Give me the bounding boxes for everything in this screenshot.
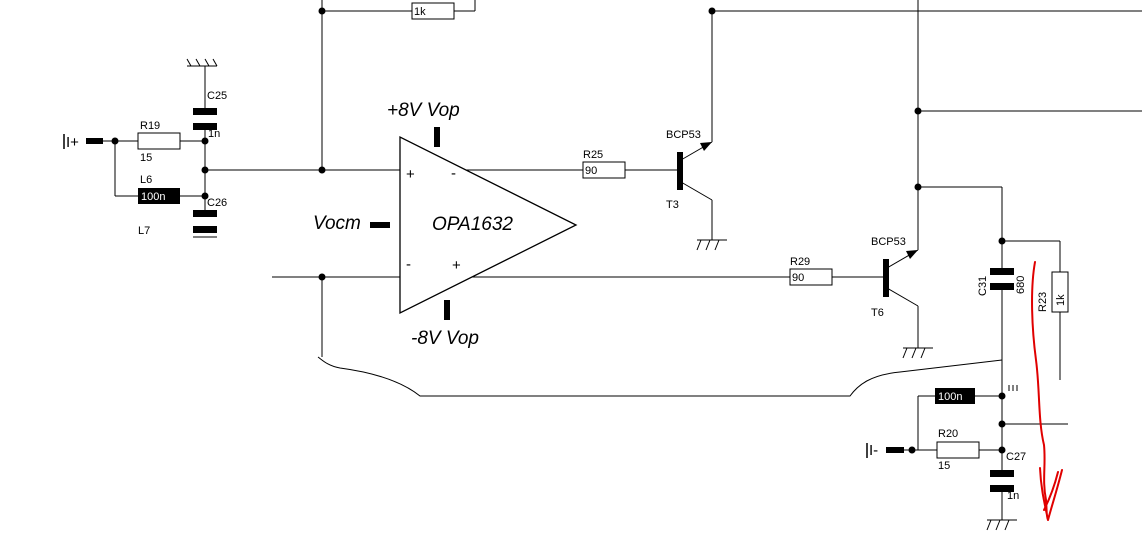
opamp-pin-minus-top: - bbox=[451, 165, 456, 182]
svg-text:BCP53: BCP53 bbox=[666, 129, 701, 141]
vocm-label: Vocm bbox=[313, 213, 361, 234]
ground-symbol bbox=[902, 347, 933, 359]
positive-supply-pin bbox=[434, 127, 440, 147]
transistor-t6: BCP53 T6 bbox=[871, 236, 918, 319]
input-negative-label: I- bbox=[869, 442, 878, 459]
opamp-ic: OPA1632 + - - + Vocm +8V Vop -8V Vop bbox=[313, 100, 578, 349]
svg-text:L6: L6 bbox=[140, 174, 152, 186]
resistor-r23: R23 1k bbox=[1037, 271, 1069, 313]
positive-supply-label: +8V Vop bbox=[387, 100, 460, 121]
svg-text:C31: C31 bbox=[977, 276, 989, 296]
tick-marks bbox=[1008, 385, 1018, 391]
svg-text:90: 90 bbox=[585, 165, 597, 177]
resistor-r20: R20 15 bbox=[936, 428, 980, 472]
svg-text:90: 90 bbox=[792, 272, 804, 284]
resistor-r19: R19 15 bbox=[137, 120, 181, 164]
resistor-r29: R29 90 bbox=[789, 256, 833, 286]
svg-text:C27: C27 bbox=[1006, 451, 1026, 463]
svg-text:1n: 1n bbox=[1007, 490, 1019, 502]
svg-text:1n: 1n bbox=[208, 128, 220, 140]
transistor-t3: BCP53 T3 bbox=[666, 129, 712, 211]
svg-text:T3: T3 bbox=[666, 199, 679, 211]
inductor-bottom-100n: 100n bbox=[935, 388, 975, 404]
capacitor-c25: C25 1n bbox=[193, 90, 227, 140]
opamp-name: OPA1632 bbox=[432, 214, 513, 235]
wires bbox=[103, 0, 1142, 520]
svg-text:100n: 100n bbox=[938, 391, 962, 403]
input-negative-terminal: I- bbox=[866, 442, 904, 459]
svg-text:15: 15 bbox=[938, 460, 950, 472]
svg-text:BCP53: BCP53 bbox=[871, 236, 906, 248]
svg-text:680: 680 bbox=[1015, 276, 1027, 294]
opamp-pin-plus-bottom: + bbox=[452, 257, 461, 274]
negative-supply-label: -8V Vop bbox=[411, 328, 479, 349]
svg-text:100n: 100n bbox=[141, 191, 165, 203]
svg-text:R29: R29 bbox=[790, 256, 810, 268]
opamp-pin-minus-bottom: - bbox=[406, 256, 411, 273]
input-positive-terminal: I+ bbox=[63, 134, 103, 151]
svg-text:1k: 1k bbox=[414, 6, 426, 18]
svg-text:L7: L7 bbox=[138, 225, 150, 237]
svg-text:15: 15 bbox=[140, 152, 152, 164]
ground-symbol bbox=[186, 58, 218, 238]
inductor-l6: L6 100n bbox=[138, 174, 180, 204]
svg-text:R19: R19 bbox=[140, 120, 160, 132]
capacitor-c31: C31 680 bbox=[977, 268, 1027, 296]
capacitor-c27: C27 1n bbox=[990, 451, 1026, 502]
opamp-pin-plus-top: + bbox=[406, 166, 415, 183]
svg-text:R23: R23 bbox=[1037, 292, 1049, 312]
negative-supply-pin bbox=[444, 300, 450, 320]
ground-symbol bbox=[696, 239, 727, 251]
svg-text:C25: C25 bbox=[207, 90, 227, 102]
input-positive-label: I+ bbox=[66, 134, 79, 151]
torn-wire bbox=[317, 356, 1003, 397]
svg-text:T6: T6 bbox=[871, 307, 884, 319]
svg-text:R25: R25 bbox=[583, 149, 603, 161]
red-annotation-arrow bbox=[1031, 261, 1063, 521]
capacitor-c26: C26 L7 bbox=[138, 197, 227, 237]
svg-text:R20: R20 bbox=[938, 428, 958, 440]
resistor-top-1k: 1k bbox=[411, 2, 455, 20]
svg-text:C26: C26 bbox=[207, 197, 227, 209]
junction-dots bbox=[111, 7, 1006, 454]
vocm-pin bbox=[370, 222, 390, 228]
resistor-r25: R25 90 bbox=[582, 149, 626, 179]
svg-text:1k: 1k bbox=[1055, 294, 1067, 306]
ground-symbol bbox=[986, 519, 1017, 531]
